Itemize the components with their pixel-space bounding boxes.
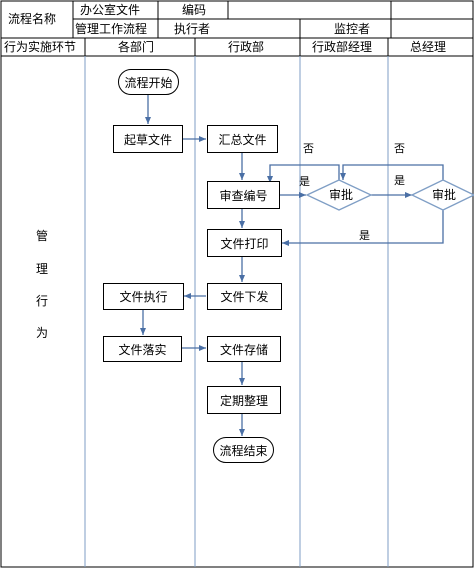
approve2-diamond (410, 179, 474, 211)
side-label-char-1: 管 (36, 229, 49, 243)
edge-label-yes-1: 是 (299, 175, 310, 188)
column-header-admin-manager: 行政部经理 (312, 40, 373, 54)
process-name-value-line1: 办公室文件 (80, 3, 141, 17)
process-name-label: 流程名称 (8, 12, 57, 26)
approve1-diamond (305, 179, 373, 211)
edge-label-yes-3: 是 (359, 229, 370, 242)
code-label: 编码 (182, 3, 207, 17)
process-name-value-line2: 管理工作流程 (75, 22, 148, 36)
edge-approve2-reject (340, 164, 444, 180)
side-label-char-4: 为 (36, 326, 49, 340)
supervisor-label: 监控者 (334, 22, 371, 36)
node-start: 流程开始 (118, 69, 179, 95)
node-approve1-label: 审批 (329, 188, 354, 202)
node-approve2-label: 审批 (432, 188, 457, 202)
row-label-header: 行为实施环节 (4, 40, 77, 54)
edge-approve2-print (282, 210, 444, 246)
edge-label-yes-2: 是 (394, 174, 405, 187)
node-end: 流程结束 (213, 437, 274, 463)
side-label-char-2: 理 (36, 262, 49, 276)
node-review-number: 审查编号 (207, 181, 280, 209)
node-organize: 定期整理 (207, 386, 281, 414)
node-collect: 汇总文件 (207, 125, 278, 153)
node-store: 文件存储 (207, 336, 281, 362)
node-execute: 文件执行 (103, 283, 184, 310)
column-header-admin: 行政部 (228, 40, 265, 54)
edge-label-no-1: 否 (303, 142, 314, 155)
node-draft: 起草文件 (113, 125, 183, 153)
node-implement: 文件落实 (103, 336, 182, 362)
edge-label-no-2: 否 (394, 142, 405, 155)
node-print: 文件打印 (207, 229, 282, 257)
column-header-departments: 各部门 (118, 40, 155, 54)
column-header-general-manager: 总经理 (410, 40, 447, 54)
edge-approve1-reject (267, 164, 340, 183)
node-issue: 文件下发 (207, 283, 282, 310)
side-label-char-3: 行 (36, 294, 49, 308)
executor-label: 执行者 (174, 22, 211, 36)
